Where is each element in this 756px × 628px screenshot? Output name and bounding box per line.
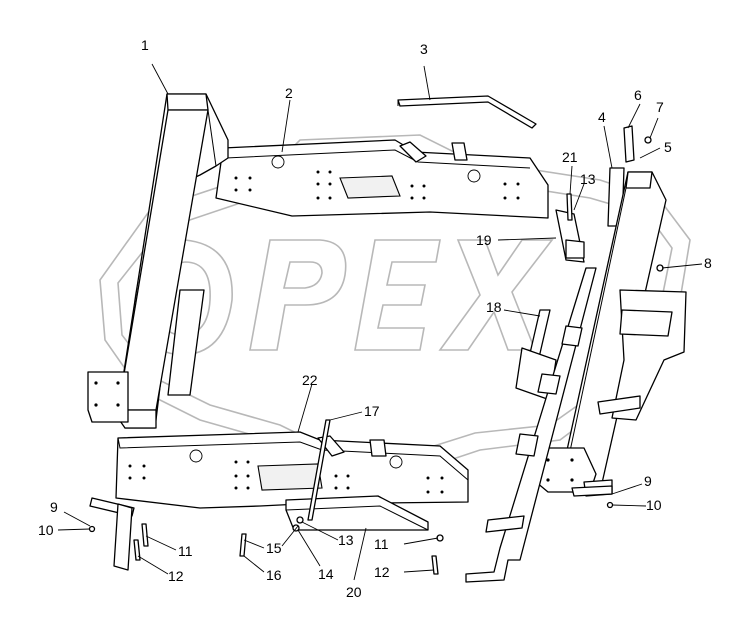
callout-16: 16 — [266, 567, 282, 583]
left-crossmember — [87, 93, 229, 429]
bolt-17 — [307, 419, 331, 521]
bolt-12-right — [431, 555, 439, 575]
bolt-12-left — [133, 539, 141, 561]
bolt-16 — [239, 533, 247, 557]
callout-15: 15 — [266, 540, 282, 556]
callout-8: 8 — [704, 255, 712, 271]
callout-4: 4 — [598, 109, 606, 125]
callout-13-upper: 13 — [580, 171, 596, 187]
callout-2: 2 — [285, 85, 293, 101]
callout-21: 21 — [562, 149, 578, 165]
callout-3: 3 — [420, 41, 428, 57]
rear-side-rail — [215, 139, 549, 219]
bolt-21 — [566, 193, 573, 221]
plate-3 — [397, 95, 537, 129]
callout-labels: 1 2 3 4 5 6 7 8 9 9 10 10 11 11 12 12 13… — [38, 37, 712, 600]
callout-22: 22 — [302, 372, 318, 388]
callout-19: 19 — [476, 232, 492, 248]
callout-17: 17 — [364, 403, 380, 419]
leader-lines — [57, 63, 703, 581]
bracket-9-left — [89, 497, 135, 571]
bracket-9-right — [571, 485, 613, 497]
bolt-7 — [644, 136, 652, 144]
callout-14: 14 — [318, 566, 334, 582]
callout-18: 18 — [486, 299, 502, 315]
bolt-10-left — [88, 525, 96, 533]
front-side-rail — [115, 431, 469, 509]
callout-10-right: 10 — [646, 497, 662, 513]
bolt-10-right — [606, 501, 614, 509]
callout-13-lower: 13 — [338, 532, 354, 548]
pin-6 — [623, 125, 635, 163]
callout-20: 20 — [346, 584, 362, 600]
callout-1: 1 — [141, 37, 149, 53]
callout-11-right: 11 — [374, 536, 389, 552]
plate-20 — [285, 495, 429, 531]
callout-9-right: 9 — [644, 473, 652, 489]
callout-10-left: 10 — [38, 522, 54, 538]
front-strap — [465, 267, 597, 583]
washer-13 — [296, 516, 304, 524]
callout-5: 5 — [664, 139, 672, 155]
callout-7: 7 — [656, 99, 664, 115]
callout-12-left: 12 — [168, 568, 184, 584]
callout-12-right: 12 — [374, 564, 390, 580]
callout-6: 6 — [634, 87, 642, 103]
bolt-11-left — [141, 523, 149, 547]
callout-11-left: 11 — [178, 543, 193, 559]
callout-9-left: 9 — [50, 499, 58, 515]
